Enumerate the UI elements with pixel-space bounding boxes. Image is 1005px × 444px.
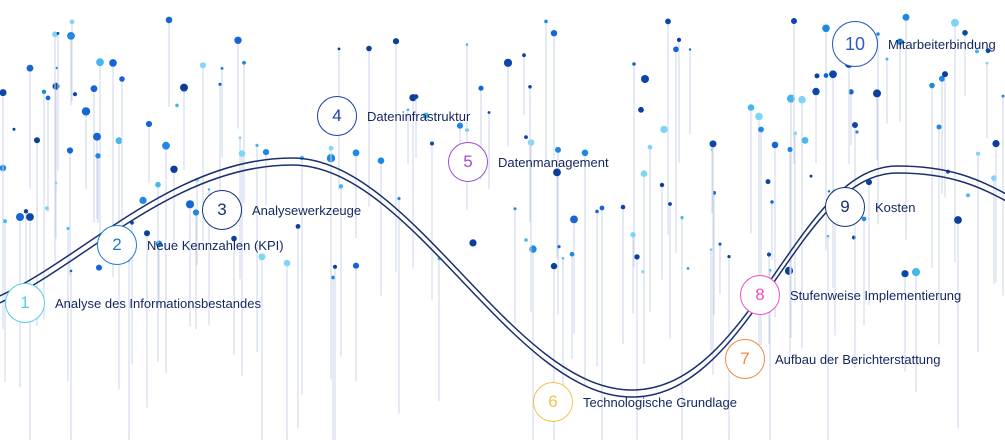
step-2: 2 Neue Kennzahlen (KPI) <box>97 225 284 265</box>
step-1-number-badge: 1 <box>5 283 45 323</box>
step-7-label: Aufbau der Berichterstattung <box>775 351 941 367</box>
step-7: 7 Aufbau der Berichterstattung <box>725 339 941 379</box>
step-4-label: Dateninfrastruktur <box>367 108 471 124</box>
step-9-number-badge: 9 <box>825 187 865 227</box>
step-8-label: Stufenweise Implementierung <box>790 287 962 303</box>
step-1-label: Analyse des Informationsbestandes <box>55 295 261 311</box>
step-10-number-badge: 10 <box>832 21 878 67</box>
step-5-number-badge: 5 <box>448 142 488 182</box>
step-8-number-badge: 8 <box>740 275 780 315</box>
step-6: 6 Technologische Grundlage <box>533 382 737 422</box>
step-3: 3 Analysewerkzeuge <box>202 190 361 230</box>
step-6-number-badge: 6 <box>533 382 573 422</box>
scatter-lollipops <box>0 13 1005 440</box>
step-1: 1 Analyse des Informationsbestandes <box>5 283 261 323</box>
step-5-label: Datenmanagement <box>498 154 609 170</box>
step-2-number-badge: 2 <box>97 225 137 265</box>
step-5: 5 Datenmanagement <box>448 142 609 182</box>
step-3-label: Analysewerkzeuge <box>252 202 362 218</box>
step-4: 4 Dateninfrastruktur <box>317 96 470 136</box>
step-2-label: Neue Kennzahlen (KPI) <box>147 237 284 253</box>
step-9: 9 Kosten <box>825 187 915 227</box>
step-6-label: Technologische Grundlage <box>583 394 737 410</box>
step-4-number-badge: 4 <box>317 96 357 136</box>
step-3-number-badge: 3 <box>202 190 242 230</box>
wave-curve <box>0 157 1005 398</box>
step-10: 10 Mitarbeiterbindung <box>832 21 996 67</box>
step-9-label: Kosten <box>875 199 916 215</box>
step-10-label: Mitarbeiterbindung <box>888 36 996 52</box>
step-8: 8 Stufenweise Implementierung <box>740 275 961 315</box>
step-7-number-badge: 7 <box>725 339 765 379</box>
